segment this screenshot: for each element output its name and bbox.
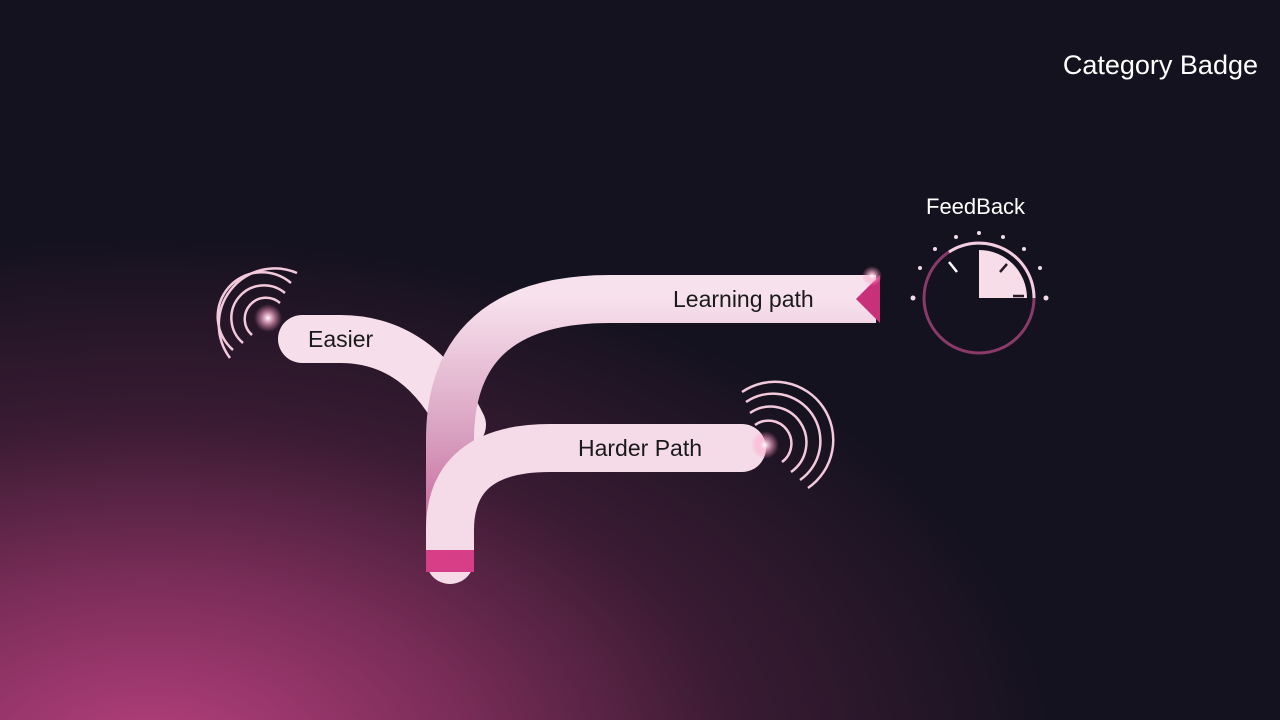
category-badge: Category Badge xyxy=(1062,50,1258,80)
learning-path-notch xyxy=(856,275,880,323)
feedback-gauge xyxy=(910,231,1049,355)
feedback-label: FeedBack xyxy=(926,194,1026,219)
signal-icon-easier xyxy=(216,267,298,359)
path-base xyxy=(426,550,474,572)
easier-label: Easier xyxy=(308,326,374,352)
harder-path xyxy=(426,424,766,584)
signal-icon-harder xyxy=(741,380,835,490)
learning-path-label: Learning path xyxy=(673,286,814,312)
harder-path-label: Harder Path xyxy=(578,435,703,461)
learning-path xyxy=(426,275,876,560)
